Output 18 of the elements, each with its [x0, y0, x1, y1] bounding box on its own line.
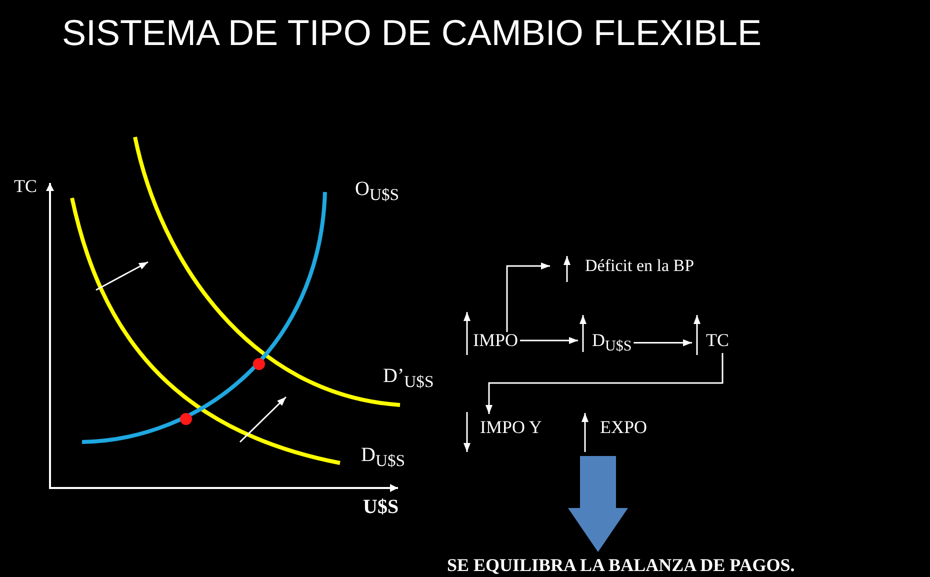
- arrow: [520, 337, 578, 344]
- axis-label: U$S: [363, 496, 399, 519]
- effect-text: TC: [706, 330, 730, 351]
- arrow: [486, 353, 724, 414]
- block-arrow: [568, 456, 628, 552]
- slide-title: SISTEMA DE TIPO DE CAMBIO FLEXIBLE: [62, 12, 762, 54]
- curve-label: O$_{U$S}$: [355, 178, 400, 205]
- effect-text: Déficit en la BP: [585, 256, 694, 276]
- effect-text: D$_{U$S}$: [592, 330, 632, 356]
- arrow: [634, 339, 692, 346]
- effect-text: IMPO Y: [480, 417, 542, 438]
- arrow: [506, 262, 550, 332]
- curve-label: D’$_{U$S}$: [383, 365, 434, 392]
- axis-label: TC: [14, 176, 38, 197]
- conclusion-text: SE EQUILIBRA LA BALANZA DE PAGOS.: [447, 555, 795, 576]
- effect-text: EXPO: [600, 417, 648, 438]
- effect-text: IMPO: [473, 330, 518, 351]
- curve-label: D$_{U$S}$: [361, 444, 406, 471]
